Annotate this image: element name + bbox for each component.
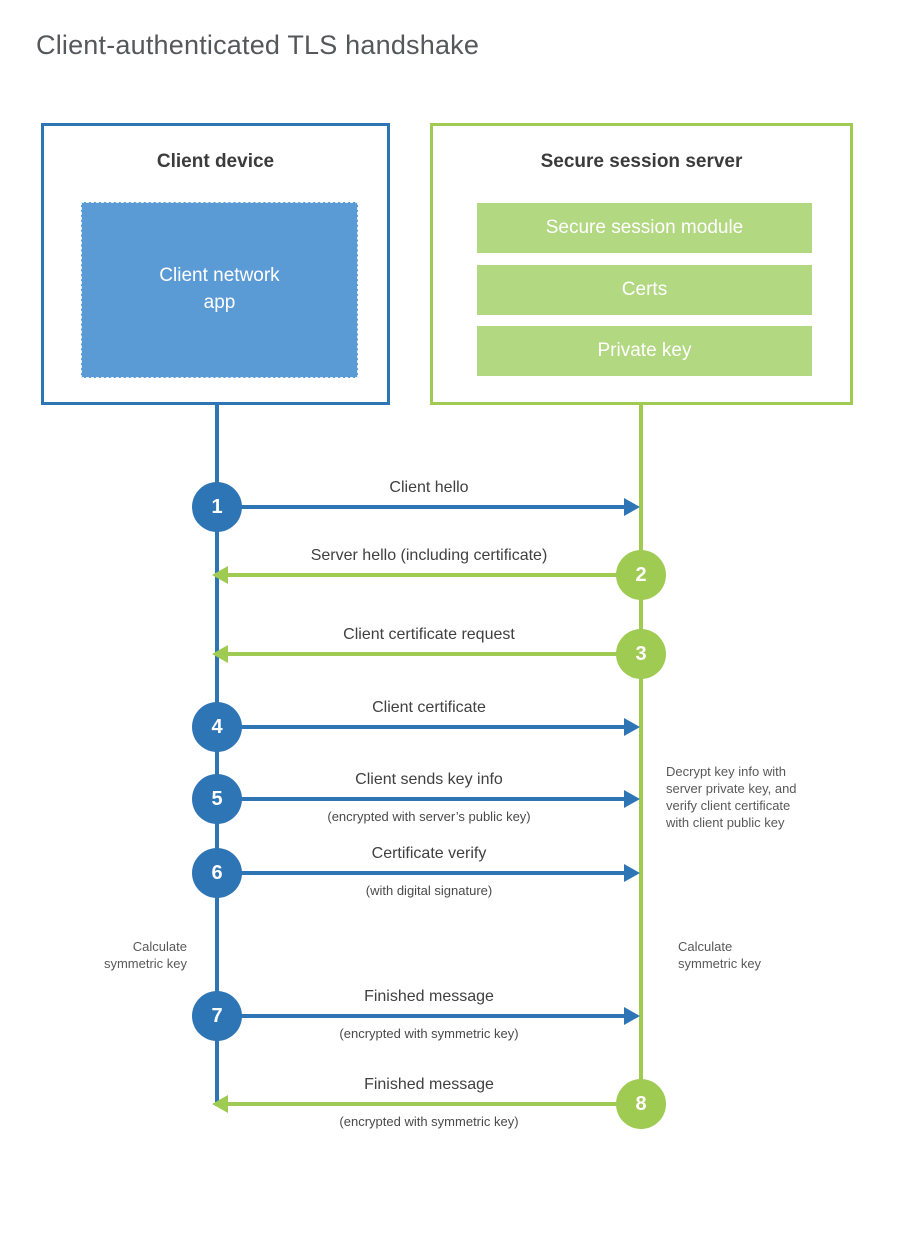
arrow-line	[228, 573, 641, 577]
step-number-badge: 1	[192, 482, 242, 532]
client-device-title: Client device	[156, 151, 275, 172]
message-label: Finished message	[364, 988, 494, 1005]
message-label: Client certificate	[372, 699, 486, 716]
arrow-left-icon	[212, 566, 228, 584]
arrow-line	[217, 505, 624, 509]
step-number-badge: 6	[192, 848, 242, 898]
arrow-line	[228, 1102, 641, 1106]
message-label: Server hello (including certificate)	[310, 547, 548, 564]
message-sublabel: (encrypted with symmetric key)	[339, 1114, 519, 1129]
page-title: Client-authenticated TLS handshake	[36, 30, 480, 60]
secure-session-server-box: Secure session server Secure session mod…	[430, 123, 853, 405]
arrow-right-icon	[624, 498, 640, 516]
arrow-line	[228, 652, 641, 656]
message-sublabel: (encrypted with server’s public key)	[327, 809, 531, 824]
arrow-line	[217, 725, 624, 729]
arrow-line	[217, 871, 624, 875]
arrow-right-icon	[624, 864, 640, 882]
arrow-left-icon	[212, 645, 228, 663]
note-calculate-symmetric-key-server: Calculate symmetric key	[678, 939, 762, 971]
message-label: Finished message	[364, 1076, 494, 1093]
client-network-app-box: Client network app	[81, 202, 358, 378]
step-number-badge: 8	[616, 1079, 666, 1129]
step-number-badge: 3	[616, 629, 666, 679]
message-sublabel: (with digital signature)	[365, 883, 493, 898]
client-lifeline	[215, 405, 219, 1106]
message-label: Client hello	[389, 479, 469, 496]
arrow-right-icon	[624, 1007, 640, 1025]
step-number-badge: 5	[192, 774, 242, 824]
server-module-private-key: Private key	[477, 326, 812, 376]
step-number-badge: 4	[192, 702, 242, 752]
message-sublabel: (encrypted with symmetric key)	[339, 1026, 519, 1041]
note-decrypt-key-info: Decrypt key info with server private key…	[666, 764, 797, 830]
message-label: Client sends key info	[355, 771, 503, 788]
arrow-line	[217, 1014, 624, 1018]
message-label: Certificate verify	[371, 845, 487, 862]
step-number-badge: 2	[616, 550, 666, 600]
arrow-right-icon	[624, 790, 640, 808]
step-number-badge: 7	[192, 991, 242, 1041]
message-label: Client certificate request	[343, 626, 515, 643]
arrow-right-icon	[624, 718, 640, 736]
arrow-left-icon	[212, 1095, 228, 1113]
secure-session-server-title: Secure session server	[540, 151, 743, 172]
server-module-certs: Certs	[477, 265, 812, 315]
server-lifeline	[639, 405, 643, 1129]
client-device-box: Client device Client network app	[41, 123, 390, 405]
note-calculate-symmetric-key-client: Calculate symmetric key	[103, 939, 187, 971]
server-module-secure-session: Secure session module	[477, 203, 812, 253]
arrow-line	[217, 797, 624, 801]
